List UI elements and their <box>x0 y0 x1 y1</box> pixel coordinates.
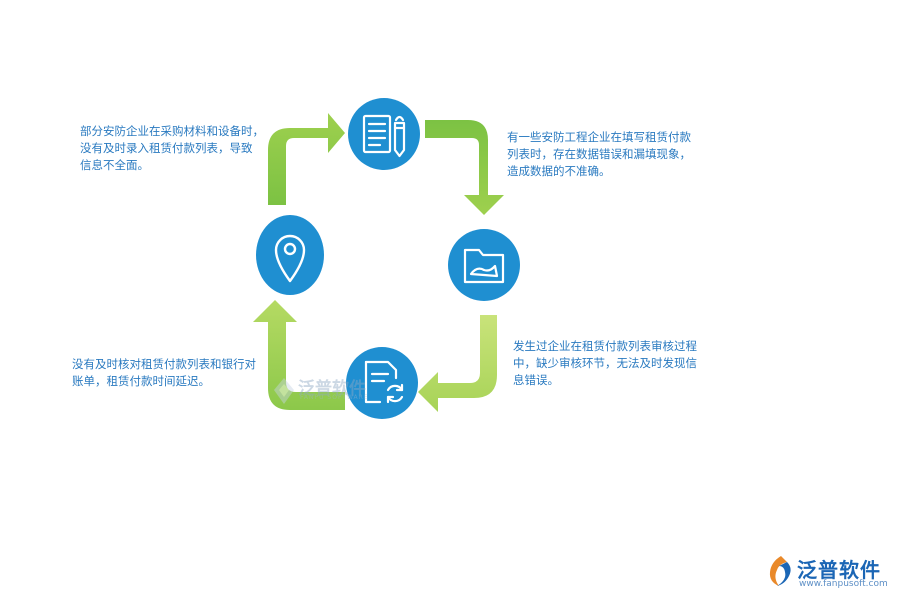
note-top-right: 有一些安防工程企业在填写租赁付款 列表时，存在数据错误和漏填现象， 造成数据的不… <box>507 130 691 178</box>
document-pencil-icon <box>362 114 406 158</box>
brand-url[interactable]: www.fanpusoft.com <box>799 579 888 589</box>
arrow-top-to-right <box>425 120 504 215</box>
arrow-right-to-bottom <box>418 315 497 412</box>
arrow-left-to-top <box>268 113 345 205</box>
location-pin-icon <box>274 234 306 283</box>
brand-logo: 泛普软件 www.fanpusoft.com <box>765 552 895 598</box>
arrow-bottom-to-left <box>253 300 345 410</box>
watermark-logo-icon <box>274 378 294 404</box>
brand-logo-icon <box>769 556 791 586</box>
file-refresh-icon <box>364 360 404 404</box>
folder-icon <box>463 248 505 284</box>
brand-name: 泛普软件 <box>797 558 881 582</box>
watermark: 泛普软件 FANPU SOFTWARE <box>272 374 382 408</box>
node-left <box>256 215 324 295</box>
note-bottom-left: 没有及时核对租赁付款列表和银行对 账单，租赁付款时间延迟。 <box>72 357 256 388</box>
watermark-text: 泛普软件 <box>298 379 366 399</box>
node-bottom <box>346 347 418 419</box>
note-bottom-right: 发生过企业在租赁付款列表审核过程 中，缺少审核环节，无法及时发现信 息错误。 <box>513 339 697 387</box>
note-top-left: 部分安防企业在采购材料和设备时， 没有及时录入租赁付款列表，导致 信息不全面。 <box>80 124 264 172</box>
node-right <box>448 229 520 301</box>
node-top <box>348 98 420 170</box>
watermark-subtext: FANPU SOFTWARE <box>300 394 369 401</box>
